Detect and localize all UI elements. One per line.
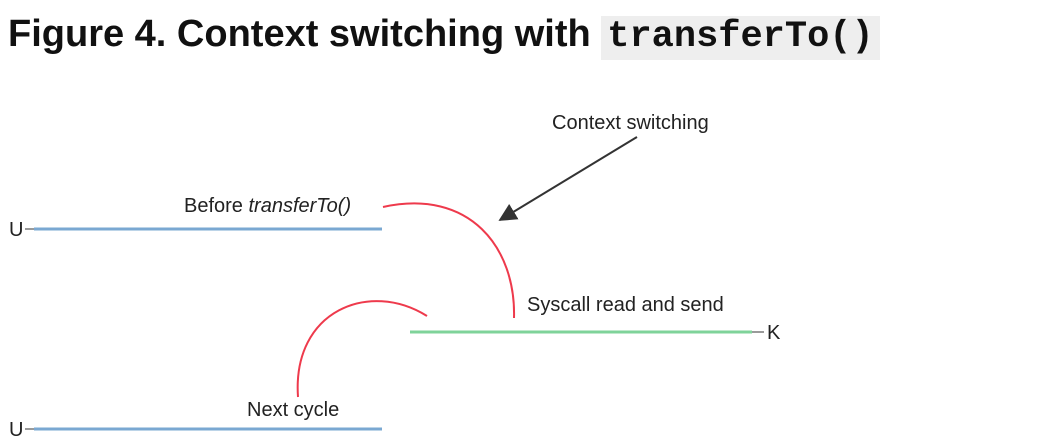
before-transferto-label: Before transferTo() [184, 195, 351, 217]
syscall-label: Syscall read and send [527, 294, 724, 316]
user-mode-label-top: U [9, 219, 23, 241]
before-label-method: transferTo() [248, 195, 351, 217]
user-mode-label-bottom: U [9, 419, 23, 441]
figure-title-code: transferTo() [601, 16, 880, 60]
switch-curve-kernel-to-user [296, 300, 428, 398]
context-switch-arrow [498, 136, 638, 221]
kernel-mode-label: K [767, 322, 781, 344]
figure-title: Figure 4. Context switching with transfe… [8, 8, 880, 63]
context-switching-label: Context switching [552, 112, 709, 134]
next-cycle-label: Next cycle [247, 399, 339, 421]
switch-curve-user-to-kernel [382, 202, 516, 319]
before-label-prefix: Before [184, 195, 248, 217]
figure-title-text: Figure 4. Context switching with [8, 13, 602, 55]
